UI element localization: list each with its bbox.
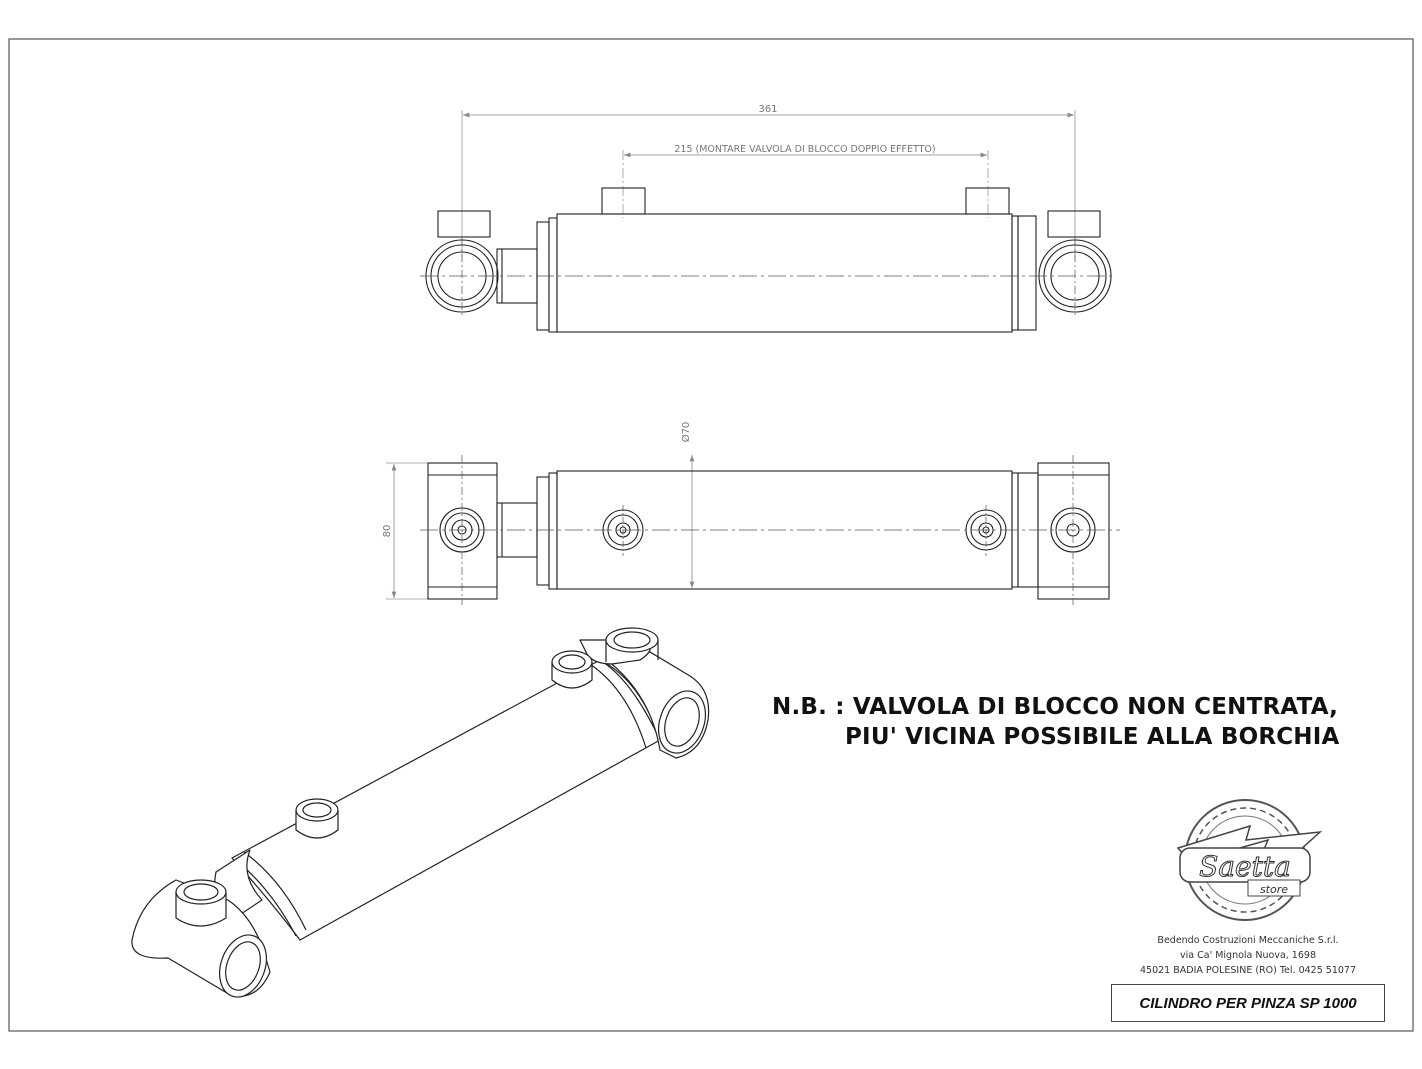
company-address: via Ca' Mignola Nuova, 1698 bbox=[1180, 950, 1316, 961]
drawing-title: CILINDRO PER PINZA SP 1000 bbox=[1139, 994, 1357, 1012]
note-line-1: N.B. : VALVOLA DI BLOCCO NON CENTRATA, bbox=[772, 694, 1339, 720]
title-block: CILINDRO PER PINZA SP 1000 bbox=[1111, 984, 1385, 1022]
company-city-phone: 45021 BADIA POLESINE (RO) Tel. 0425 5107… bbox=[1140, 965, 1356, 976]
dim-overall-length: 361 bbox=[758, 104, 777, 115]
svg-text:Saetta: Saetta bbox=[1199, 850, 1291, 883]
note-line-2: PIU' VICINA POSSIBILE ALLA BORCHIA bbox=[845, 724, 1340, 750]
saetta-logo: Saetta store bbox=[1176, 799, 1323, 921]
dim-diameter: Ø70 bbox=[680, 422, 692, 443]
dim-valve-spacing: 215 (MONTARE VALVOLA DI BLOCCO DOPPIO EF… bbox=[674, 144, 935, 155]
top-view bbox=[420, 110, 1115, 333]
sheet-border bbox=[8, 38, 1414, 1032]
isometric-view bbox=[131, 627, 710, 998]
company-name: Bedendo Costruzioni Meccaniche S.r.l. bbox=[1157, 935, 1339, 946]
dim-height: 80 bbox=[382, 525, 393, 538]
svg-text:store: store bbox=[1260, 883, 1288, 896]
front-view bbox=[386, 455, 1120, 605]
